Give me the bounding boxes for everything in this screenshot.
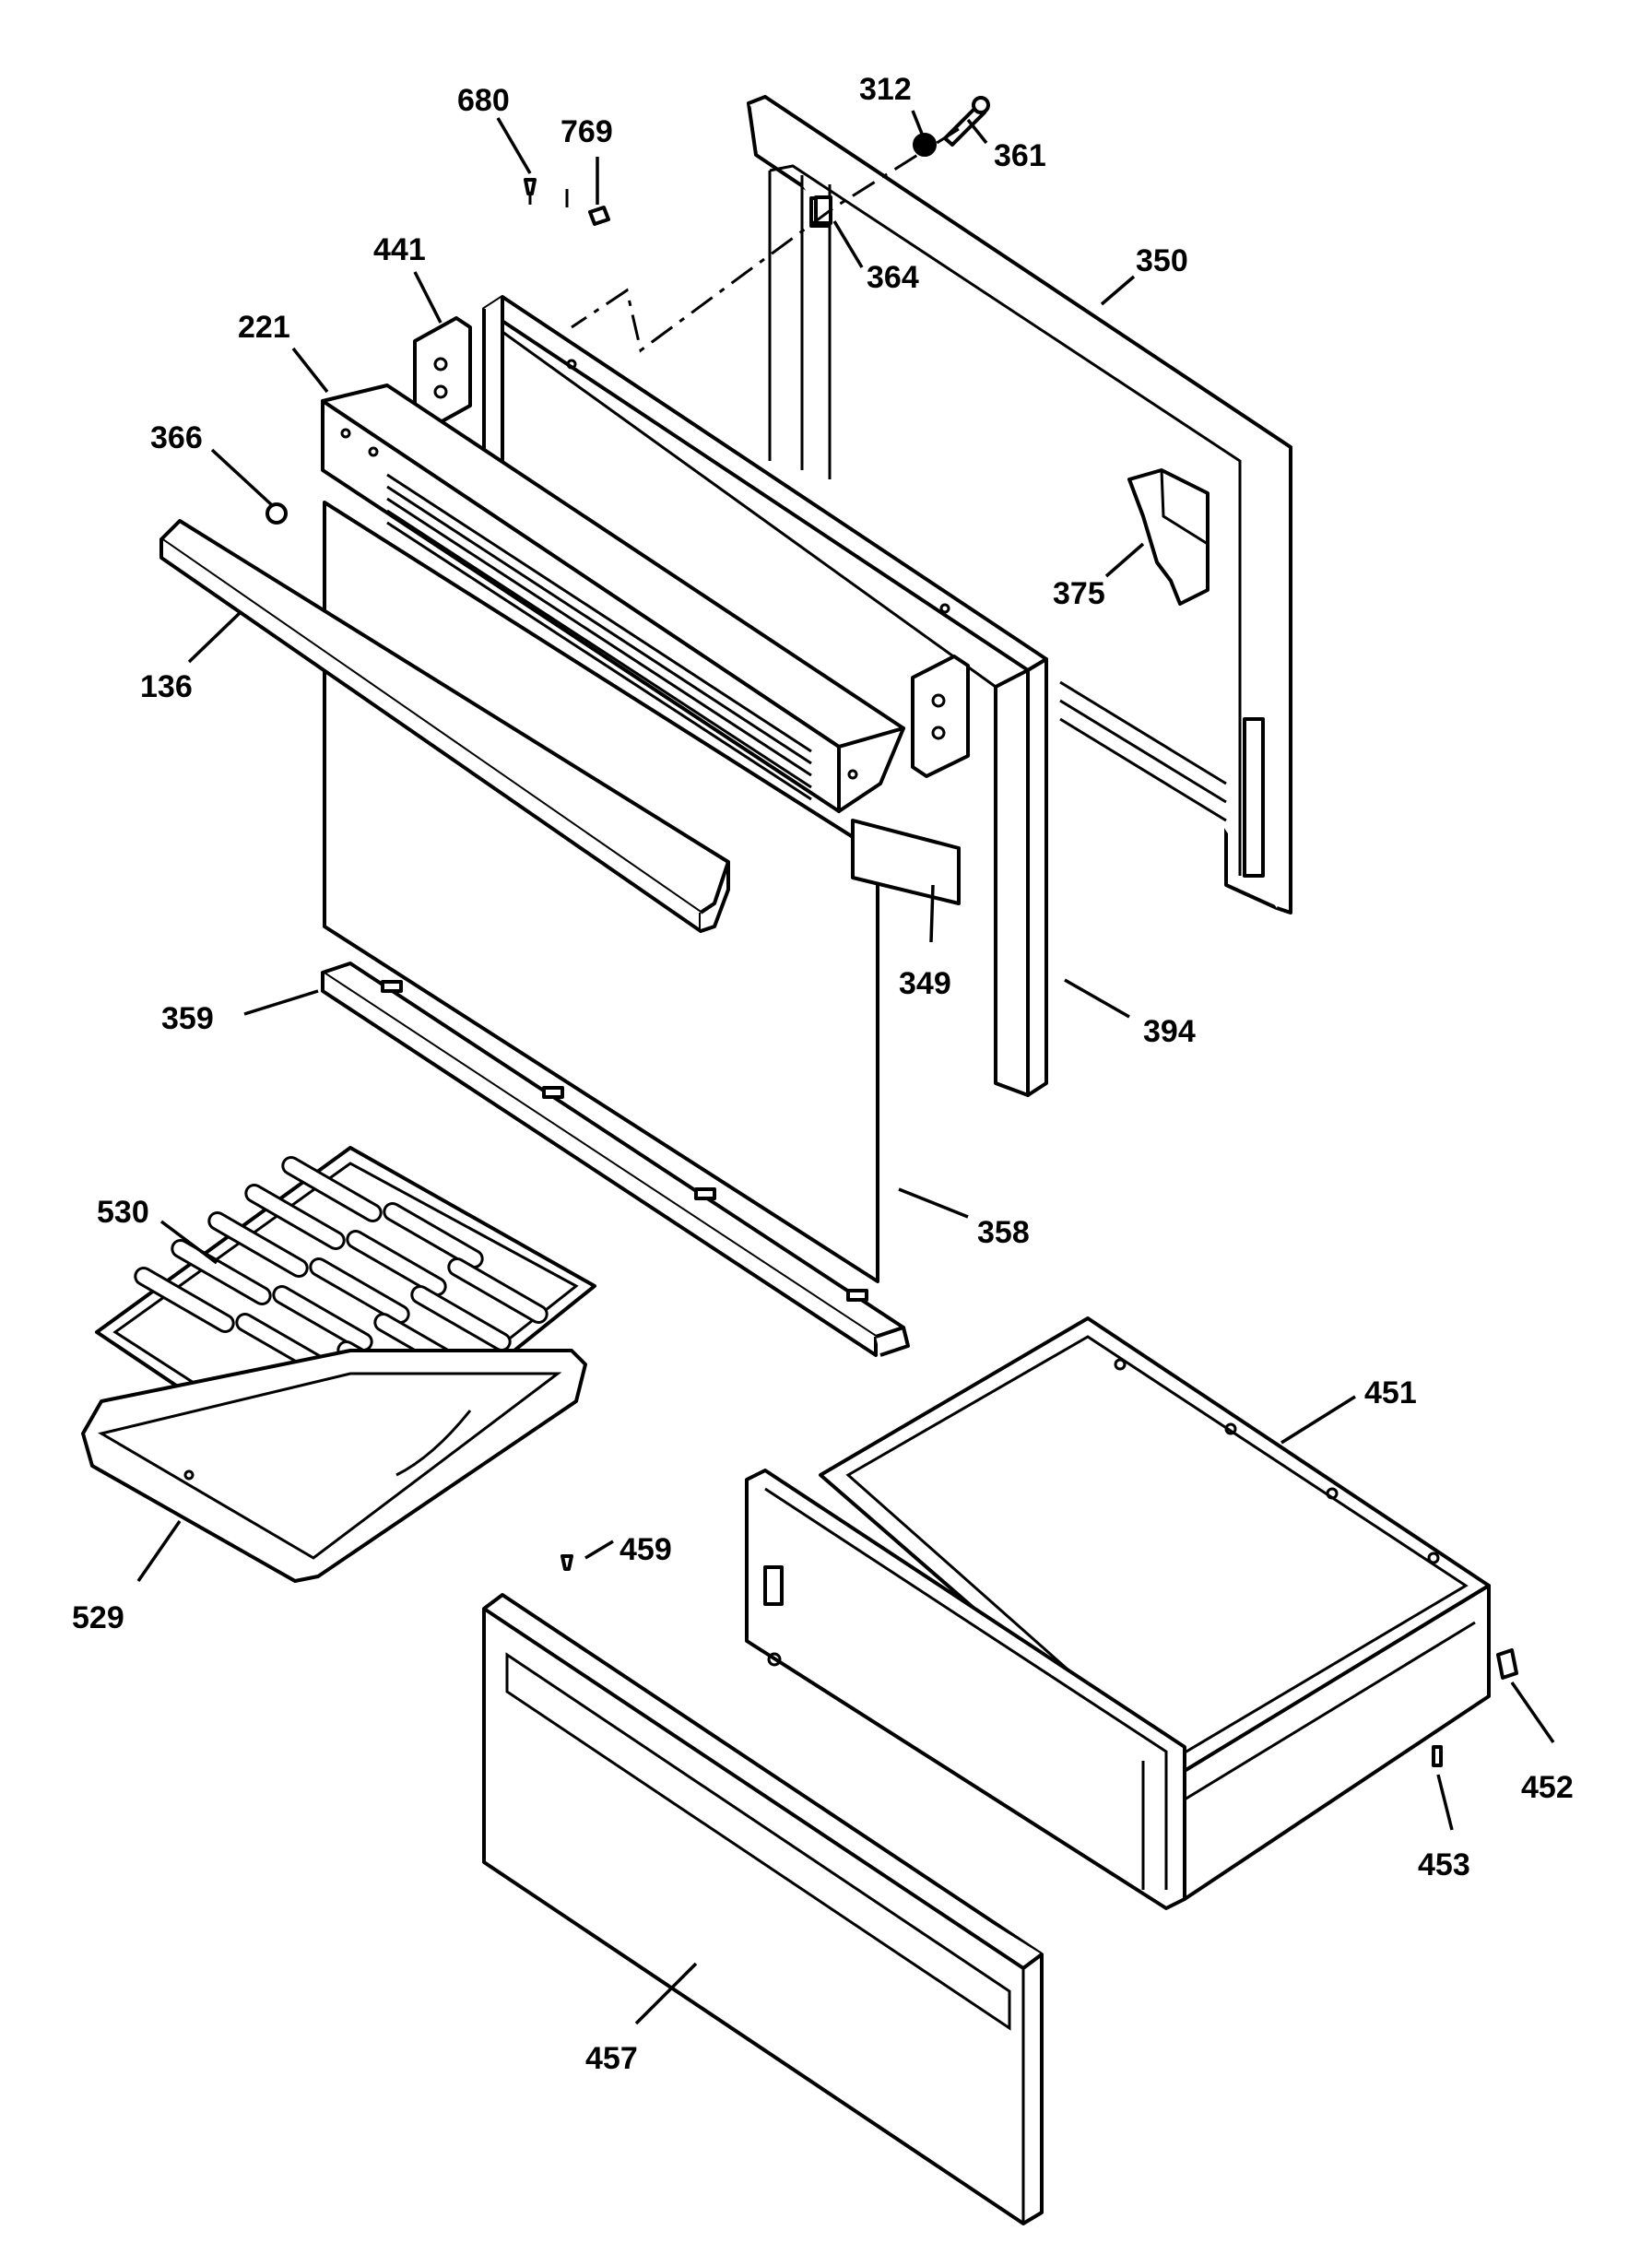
callout-459: 459 [620,1532,672,1567]
callout-221: 221 [238,310,290,345]
callout-394: 394 [1143,1014,1196,1049]
inner-door-panel-350 [747,95,1292,914]
callout-441: 441 [373,232,426,267]
assembly-lines [565,127,960,353]
callout-451: 451 [1364,1375,1417,1410]
callout-359: 359 [161,1001,214,1036]
callout-366: 366 [150,420,203,455]
callout-530: 530 [97,1195,149,1230]
callout-136: 136 [140,669,193,704]
callout-529: 529 [72,1600,124,1635]
drawer-front-frame [745,1469,1186,1910]
callout-457: 457 [585,2041,638,2076]
spacer-strip-349 [851,819,961,905]
hardware [266,96,1518,1767]
door-bottom-trim-359 [321,962,910,1357]
vent-trim-221 [321,384,905,813]
hinge-bracket-441 [413,316,970,778]
callout-769: 769 [560,114,613,149]
leader-lines [136,110,1555,2025]
callout-680: 680 [457,83,510,118]
callout-350: 350 [1136,243,1188,278]
door-frame-394 [482,295,1048,1097]
callout-452: 452 [1521,1770,1574,1805]
insulation-375 [1127,468,1210,606]
drawer-body-451 [819,1316,1491,1901]
callout-453: 453 [1418,1847,1470,1882]
broiler-pan-529 [81,1349,587,1583]
drawer-front-panel-457 [482,1593,1044,2225]
callout-364: 364 [867,260,919,295]
door-handle-136 [159,519,730,933]
callout-358: 358 [977,1215,1030,1250]
callout-375: 375 [1053,576,1105,611]
callout-361: 361 [994,138,1046,173]
callout-312: 312 [859,72,912,107]
callout-349: 349 [899,966,951,1001]
callout-labels: 680 769 312 361 364 441 350 221 366 375 … [72,72,1574,2076]
